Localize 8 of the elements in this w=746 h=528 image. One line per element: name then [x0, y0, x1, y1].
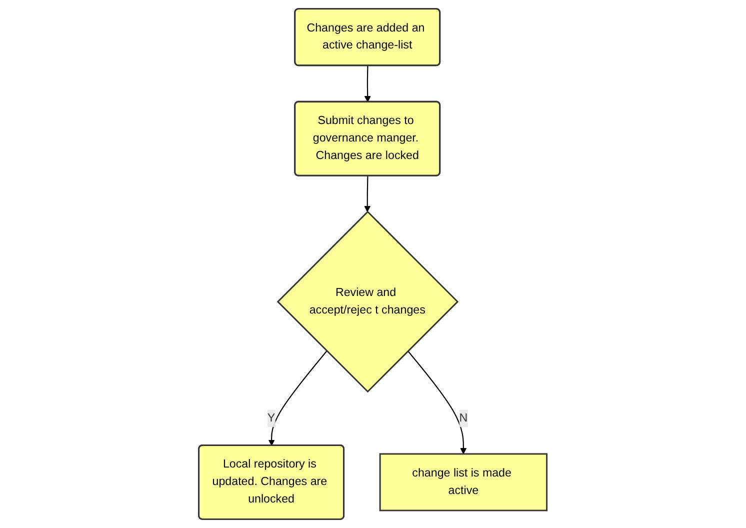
- edge-label: N: [459, 412, 468, 424]
- node-box: change list is made active: [380, 453, 548, 512]
- edge-label: Y: [268, 412, 276, 424]
- arrow: [364, 176, 371, 212]
- arrow: [408, 350, 467, 454]
- arrow: [268, 350, 328, 446]
- node-diamond: Review and accept/rejec t changes: [277, 210, 459, 393]
- arrow: [364, 66, 371, 102]
